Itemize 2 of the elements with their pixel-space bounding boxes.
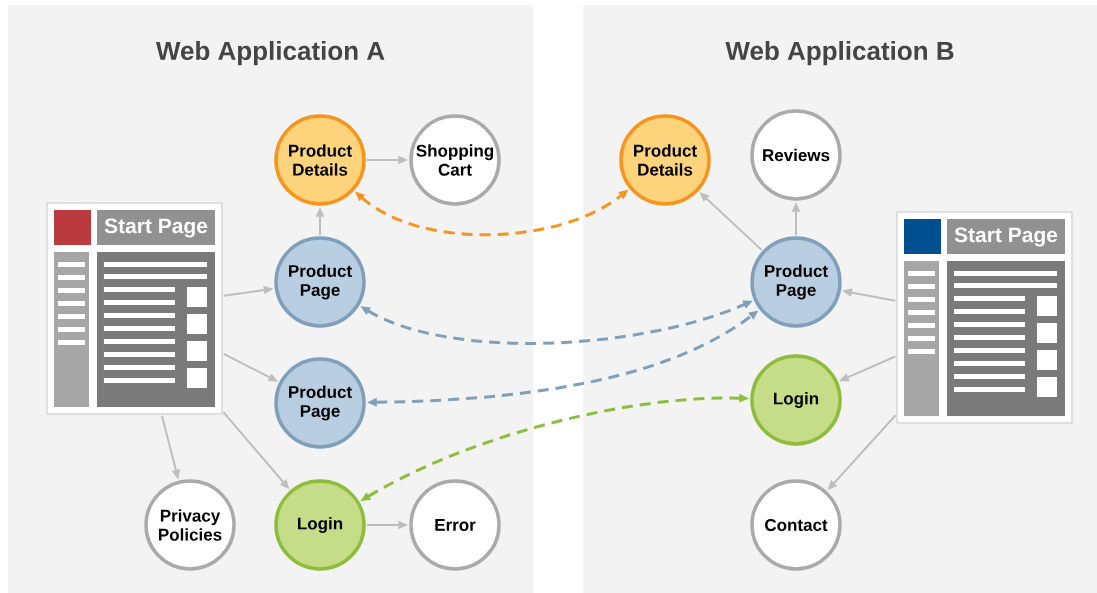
header-label: Start Page	[104, 218, 208, 238]
header-label: Start Page	[954, 227, 1058, 247]
